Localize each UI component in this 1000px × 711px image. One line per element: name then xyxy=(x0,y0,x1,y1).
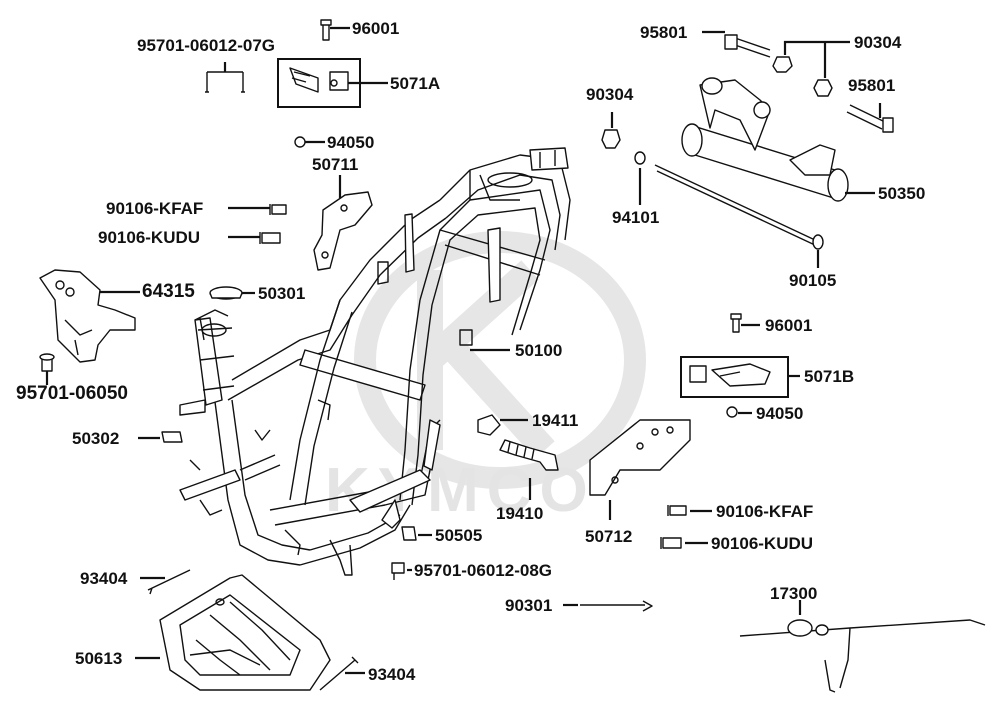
callout-19411: 19411 xyxy=(532,411,579,430)
callout-50711: 50711 xyxy=(312,155,359,174)
footrest-bracket-50712 xyxy=(589,419,691,496)
bolt-95801-b xyxy=(846,104,894,133)
kit-box-5071a xyxy=(277,58,361,108)
callout-90106-kfaf-right: 90106-KFAF xyxy=(716,502,814,521)
bracket-64315 xyxy=(39,269,136,363)
nut-90304-a xyxy=(772,56,793,73)
footrest-bracket-50711 xyxy=(313,191,373,271)
footrest-clamp-5071b xyxy=(689,363,771,387)
callout-90106-kfaf-left: 90106-KFAF xyxy=(106,199,204,218)
washer-94101 xyxy=(634,151,646,165)
clip-93404-b xyxy=(319,656,359,691)
kit-box-5071b xyxy=(680,356,789,398)
pipe-17300 xyxy=(739,619,986,693)
callout-96001-right: 96001 xyxy=(765,316,813,335)
bolt-90106-kfaf-b xyxy=(667,505,687,516)
callout-50613: 50613 xyxy=(75,649,123,668)
callout-95701-06050: 95701-06050 xyxy=(16,383,128,404)
engine-hanger-50350 xyxy=(681,77,849,202)
callout-50301: 50301 xyxy=(258,284,306,303)
callout-19410: 19410 xyxy=(496,504,544,523)
callout-5071b: 5071B xyxy=(804,367,855,386)
callout-90304-top: 90304 xyxy=(854,33,902,52)
bolt-90105 xyxy=(654,164,818,247)
callout-5071a: 5071A xyxy=(390,74,441,93)
bolt-96001-a xyxy=(320,19,332,41)
main-frame-50100 xyxy=(179,147,571,576)
bolt-90106-kudu-b xyxy=(660,537,682,549)
callout-50302: 50302 xyxy=(72,429,120,448)
nut-90304-b xyxy=(813,79,833,97)
callout-93404-bottom: 93404 xyxy=(368,665,416,684)
callout-95701-06012-07g: 95701-06012-07G xyxy=(137,36,276,55)
callout-95801-top: 95801 xyxy=(640,23,688,42)
part-50505 xyxy=(401,526,417,541)
nut-94050-b xyxy=(726,406,738,418)
callout-95801-right: 95801 xyxy=(848,76,896,95)
clip-93404-a xyxy=(147,569,191,595)
callout-17300: 17300 xyxy=(770,584,818,603)
bolt-95701-06050 xyxy=(39,353,55,372)
callout-64315: 64315 xyxy=(142,281,195,302)
callout-96001-top: 96001 xyxy=(352,19,400,38)
screws-95701-06012-07g xyxy=(205,62,245,93)
callout-90106-kudu-left: 90106-KUDU xyxy=(98,228,201,247)
bolt-95801-a xyxy=(724,34,771,58)
callout-90304-mid: 90304 xyxy=(586,85,634,104)
bolt-90106-kudu-a xyxy=(259,232,281,244)
nut-94050-a xyxy=(294,136,306,148)
callout-90301: 90301 xyxy=(505,596,553,615)
callout-95701-06012-08g: 95701-06012-08G xyxy=(414,561,553,580)
cable-90301 xyxy=(580,600,653,612)
nut-90304-c xyxy=(601,129,621,149)
callout-50712: 50712 xyxy=(585,527,633,546)
callout-50505: 50505 xyxy=(435,526,483,545)
hose-19410 xyxy=(499,439,559,471)
bolt-90106-kfaf-a xyxy=(269,204,287,215)
screw-95701-06012-08g xyxy=(391,562,405,580)
callout-90106-kudu-right: 90106-KUDU xyxy=(711,534,814,553)
callout-93404-left: 93404 xyxy=(80,569,128,588)
callout-50100: 50100 xyxy=(515,341,563,360)
clamp-19411 xyxy=(477,414,501,436)
callout-94101: 94101 xyxy=(612,208,660,227)
callout-94050-right: 94050 xyxy=(756,404,804,423)
bolt-96001-b xyxy=(730,313,742,333)
callout-50350: 50350 xyxy=(878,184,926,203)
callout-90105: 90105 xyxy=(789,271,837,290)
rubber-50302 xyxy=(161,431,183,443)
footrest-clamp-5071a xyxy=(289,67,349,93)
under-cover-50613 xyxy=(159,574,331,691)
callout-94050-left: 94050 xyxy=(327,133,375,152)
